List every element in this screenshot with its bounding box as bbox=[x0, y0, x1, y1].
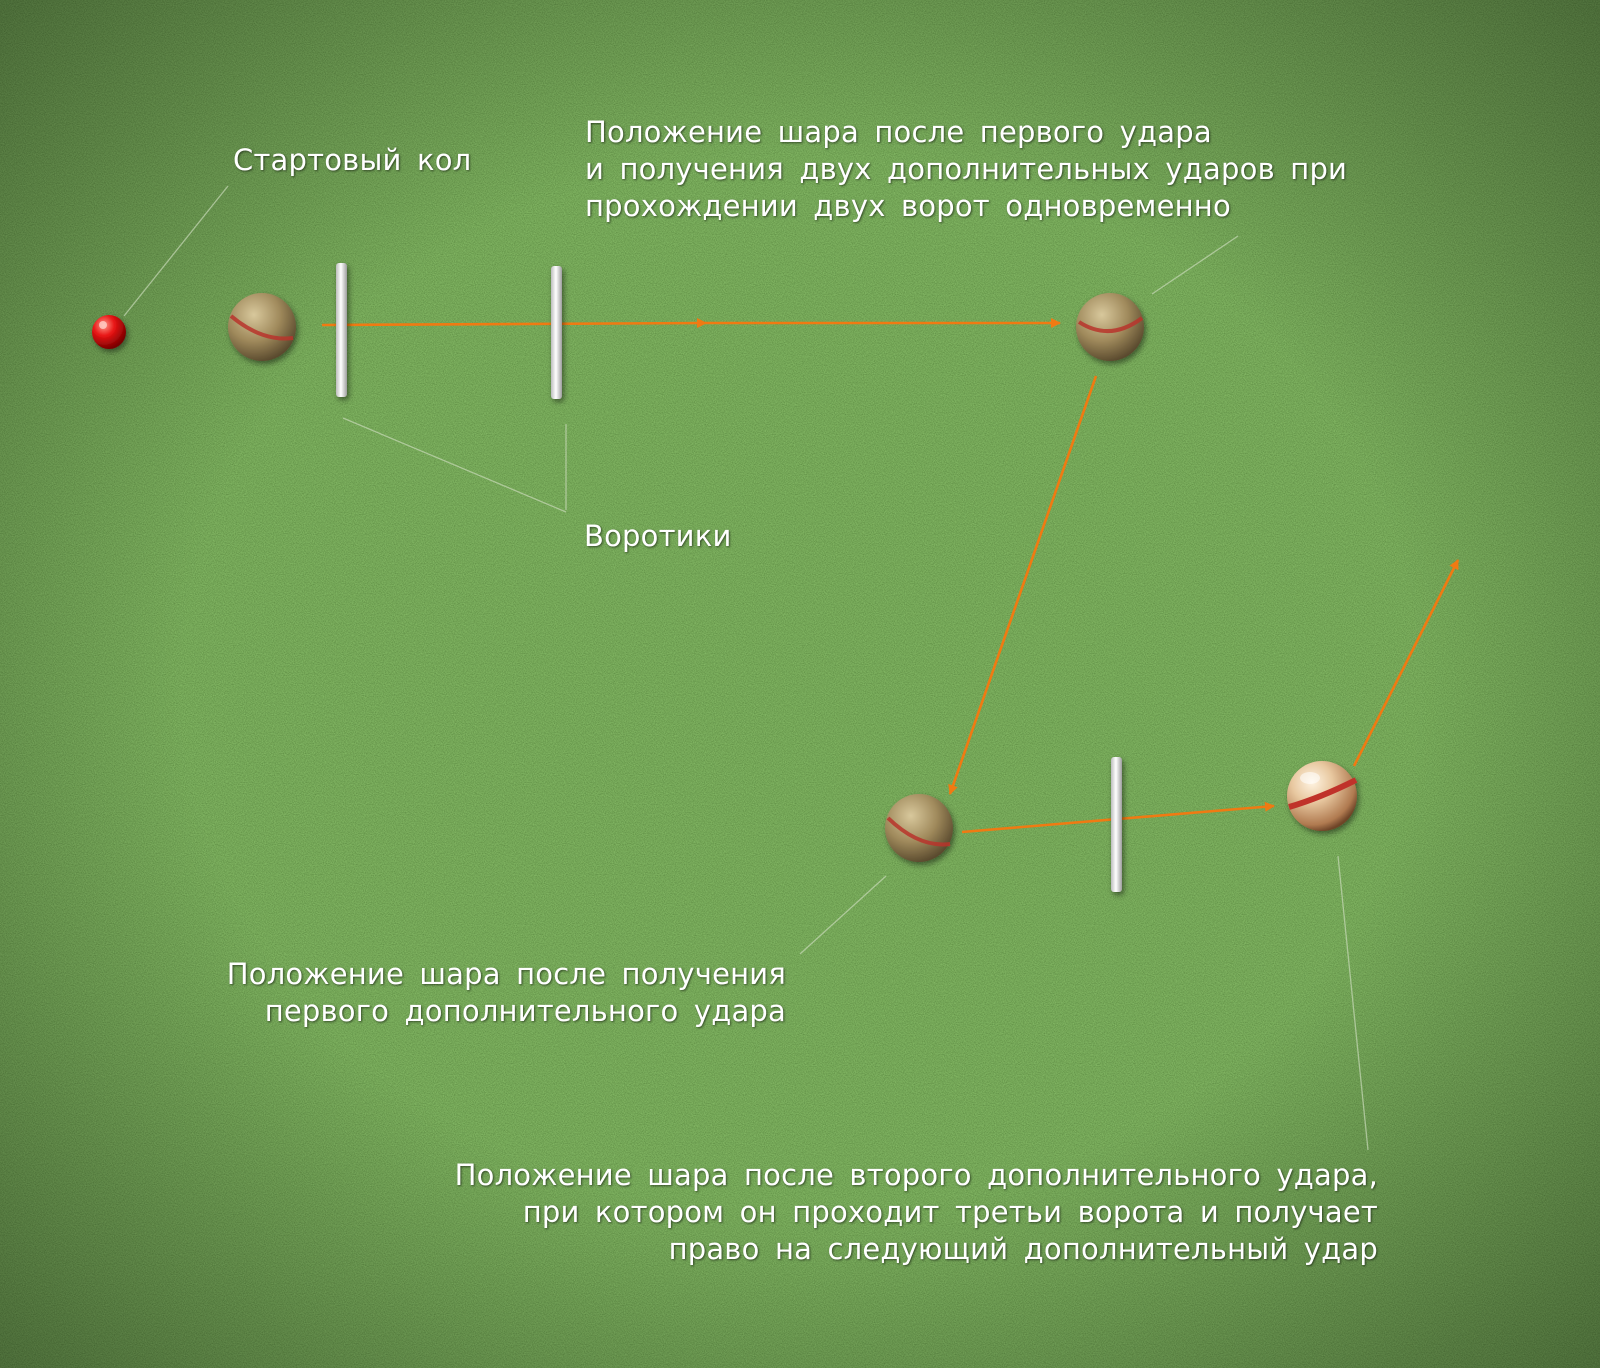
leader-lines bbox=[123, 185, 1369, 1151]
ball-start bbox=[228, 293, 296, 361]
third-position-line-1: Положение шара после второго дополнитель… bbox=[454, 1158, 1378, 1192]
start-peg-label-text: Стартовый кол bbox=[233, 143, 472, 177]
third-position-line-3: право на следующий дополнительный удар bbox=[668, 1232, 1378, 1266]
ball-third-position bbox=[1287, 761, 1358, 831]
leader-line-third-position bbox=[1337, 855, 1369, 1151]
white-hoop-icon bbox=[551, 266, 562, 399]
arrow-segment-3 bbox=[948, 375, 1098, 795]
white-hoop-icon bbox=[1111, 757, 1122, 892]
red-peg-icon bbox=[92, 315, 126, 349]
third-position-line-2: при котором он проходит третьи ворота и … bbox=[522, 1195, 1378, 1229]
second-position-line-1: Положение шара после получения bbox=[226, 957, 786, 991]
ball-path bbox=[321, 318, 1460, 834]
croquet-ball-icon bbox=[228, 293, 296, 361]
second-position-line-2: первого дополнительного удара bbox=[264, 994, 786, 1028]
second-position-label: Положение шара после получения первого д… bbox=[227, 956, 786, 1030]
ball-first-position bbox=[1076, 293, 1144, 361]
hoops-label: Воротики bbox=[584, 518, 732, 555]
leader-line-start-peg bbox=[123, 185, 229, 317]
third-position-label: Положение шара после второго дополнитель… bbox=[455, 1157, 1378, 1268]
leader-line-second-position bbox=[799, 875, 887, 955]
arrow-segment-1 bbox=[321, 318, 707, 329]
first-position-line-1: Положение шара после первого удара bbox=[585, 115, 1212, 149]
croquet-ball-icon bbox=[885, 794, 953, 862]
start-peg-label: Стартовый кол bbox=[233, 142, 471, 179]
croquet-ball-icon bbox=[1076, 293, 1144, 361]
first-position-line-2: и получения двух дополнительных ударов п… bbox=[585, 152, 1348, 186]
hoops-label-text: Воротики bbox=[584, 519, 732, 553]
first-position-label: Положение шара после первого удара и пол… bbox=[585, 114, 1347, 225]
first-position-line-3: прохождении двух ворот одновременно bbox=[585, 189, 1231, 223]
white-hoop-icon bbox=[336, 263, 347, 397]
leader-line-first-position bbox=[1151, 235, 1239, 295]
hoops bbox=[336, 263, 1122, 892]
arrow-segment-5 bbox=[1352, 559, 1460, 767]
ball-second-position bbox=[885, 794, 953, 862]
leader-line-hoop-1 bbox=[342, 417, 567, 513]
